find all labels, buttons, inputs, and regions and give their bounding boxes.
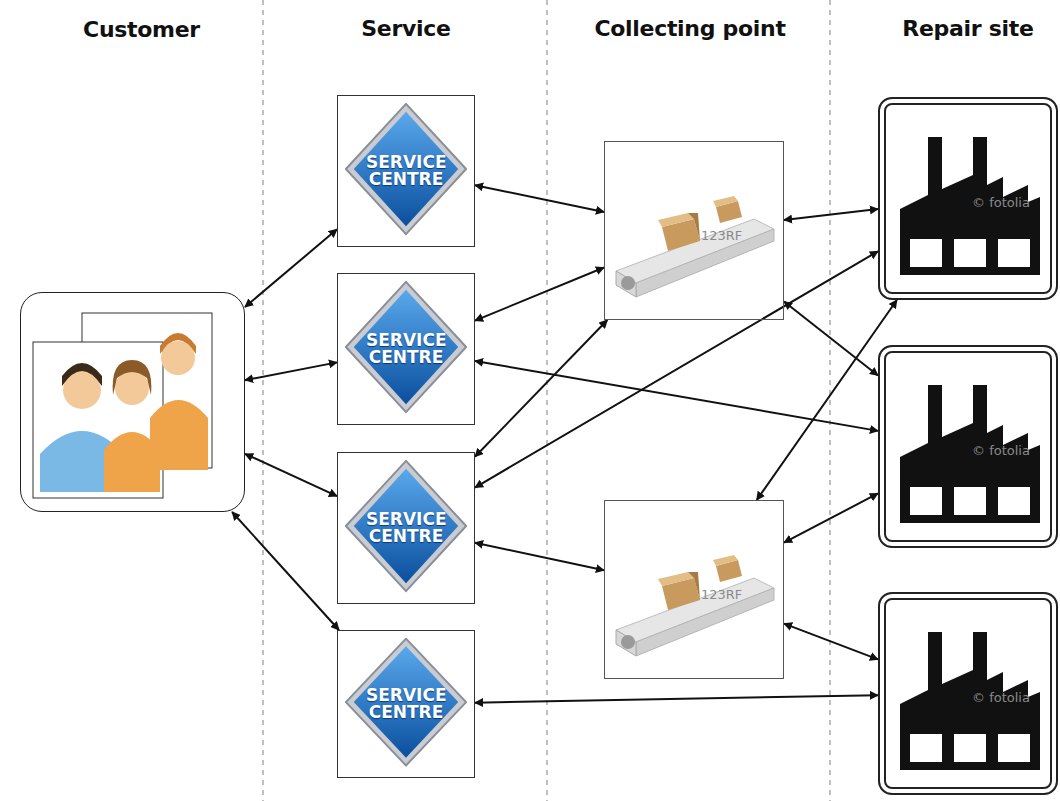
service-centre-diamond: SERVICE CENTRE — [337, 273, 475, 425]
column-dividers — [263, 0, 830, 801]
service-centre-diamond: SERVICE CENTRE — [337, 95, 475, 247]
customer-icon — [33, 313, 212, 498]
watermark: © fotolia — [972, 690, 1030, 705]
double-arrow — [245, 362, 337, 380]
column-heading: Collecting point — [594, 16, 785, 41]
double-arrow — [784, 209, 878, 220]
watermark: 123RF — [701, 587, 742, 602]
watermark: © fotolia — [972, 195, 1030, 210]
double-arrow — [475, 251, 878, 487]
double-arrow — [475, 320, 607, 457]
service-centre-diamond: SERVICE CENTRE — [337, 452, 475, 604]
collecting-point-box: 123RF — [604, 141, 784, 320]
double-arrow — [784, 624, 878, 660]
customer-box: Customer — [20, 292, 245, 512]
column-heading: Service — [361, 16, 450, 41]
double-arrow — [245, 229, 337, 307]
double-arrow — [475, 185, 604, 212]
double-arrow — [757, 300, 897, 500]
column-heading: Customer — [83, 17, 200, 42]
double-arrow — [245, 454, 337, 496]
double-arrow — [475, 543, 604, 571]
double-arrow — [475, 695, 878, 703]
repair-site-box: © fotolia — [878, 592, 1058, 795]
double-arrow — [232, 512, 339, 630]
double-arrow — [784, 493, 878, 542]
service-centre-diamond: SERVICE CENTRE — [337, 630, 475, 778]
column-heading: Repair site — [902, 16, 1033, 41]
double-arrow — [475, 361, 878, 431]
collecting-point-box: 123RF — [604, 500, 784, 679]
conveyor-icon — [616, 196, 774, 656]
node-text: SERVICE CENTRE — [366, 511, 446, 546]
node-text: SERVICE CENTRE — [366, 154, 446, 189]
factory-icon — [900, 137, 1040, 770]
repair-site-box: © fotolia — [878, 97, 1058, 300]
double-arrow — [475, 268, 604, 321]
watermark: © fotolia — [972, 443, 1030, 458]
node-text: SERVICE CENTRE — [366, 332, 446, 367]
repair-site-box: © fotolia — [878, 345, 1058, 548]
node-text: SERVICE CENTRE — [366, 687, 446, 722]
watermark: 123RF — [701, 228, 742, 243]
double-arrow — [784, 301, 878, 375]
